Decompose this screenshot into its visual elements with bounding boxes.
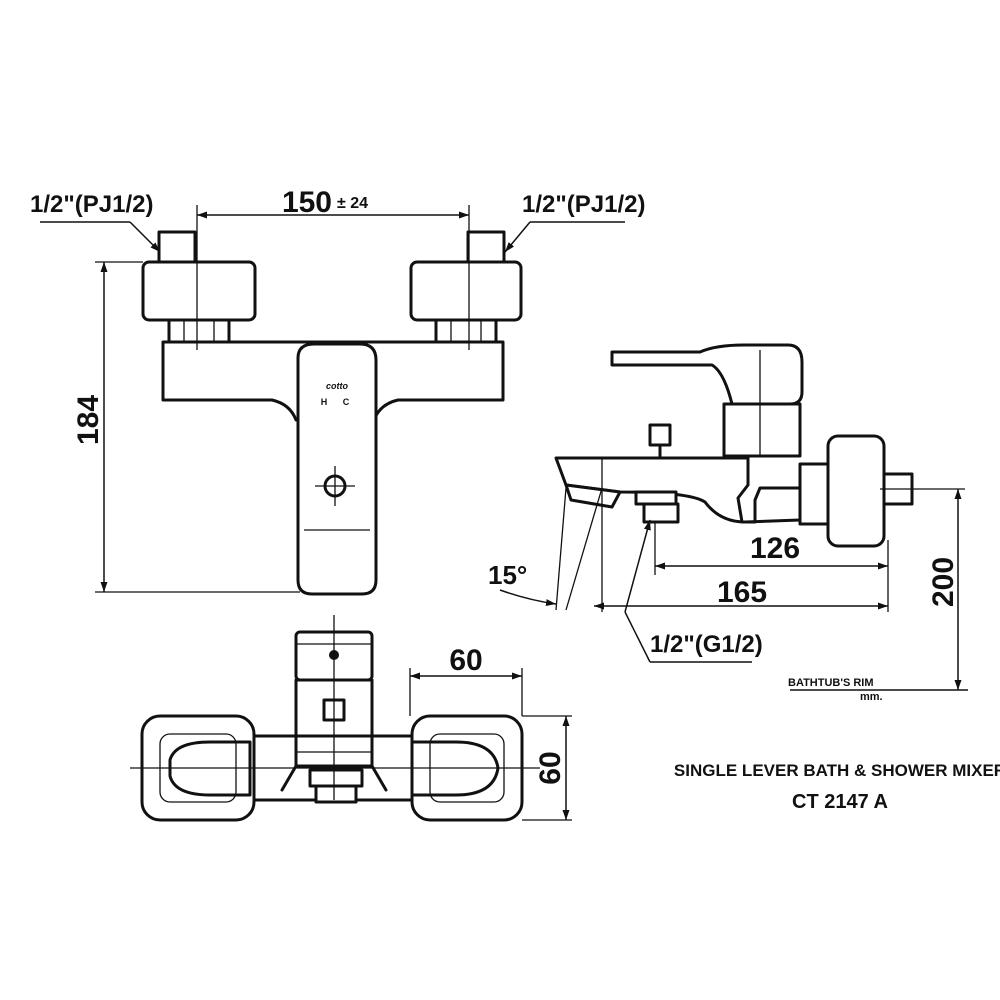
- diverter-knob: [648, 423, 672, 447]
- dimension-angle: 15°: [488, 487, 603, 611]
- eccentric-right: [409, 260, 523, 322]
- shower-outlet-collar: [634, 490, 678, 506]
- bathtub-rim-label: BATHTUB'S RIM: [788, 677, 874, 689]
- unit-label: mm.: [860, 691, 883, 703]
- dim-15deg: 15°: [488, 560, 527, 590]
- outlet-top: [308, 768, 364, 788]
- dimension-60-horizontal: 60: [410, 644, 522, 680]
- dim-165: 165: [717, 576, 767, 609]
- cartridge-housing: [722, 402, 802, 458]
- dim-60-vertical: 60: [534, 751, 567, 784]
- lever-handle: [296, 342, 378, 596]
- bottom-view: [130, 615, 572, 822]
- inlet-label-right-group: 1/2"(PJ1/2): [504, 191, 645, 253]
- eccentric-left: [141, 260, 257, 322]
- title-line2: CT 2147 A: [792, 791, 888, 813]
- inlet-label-left-group: 1/2"(PJ1/2): [30, 191, 161, 253]
- outlet-label: 1/2"(G1/2): [650, 631, 763, 658]
- hot-mark: H: [321, 397, 328, 407]
- title-block: SINGLE LEVER BATH & SHOWER MIXER CT 2147…: [674, 761, 1000, 813]
- shower-outlet-thread: [642, 502, 680, 524]
- dimension-height: 184: [72, 261, 300, 593]
- side-view: [554, 343, 965, 612]
- nut-left: [167, 318, 231, 344]
- dimension-inlet-spacing: 150 ± 24: [197, 186, 469, 219]
- dim-60-horizontal: 60: [449, 644, 482, 677]
- lever-side: [610, 343, 804, 406]
- inlet-label-left: 1/2"(PJ1/2): [30, 191, 153, 218]
- dimension-60-vertical: 60: [534, 716, 570, 820]
- dim-184: 184: [72, 395, 105, 445]
- dim-150: 150: [282, 186, 332, 219]
- dim-tolerance: ± 24: [337, 195, 368, 212]
- bathtub-rim-group: BATHTUB'S RIM mm.: [788, 677, 883, 703]
- dimension-165: 165: [594, 576, 888, 610]
- inlet-nipple-right: [466, 230, 506, 264]
- outlet-label-group: 1/2"(G1/2): [624, 519, 763, 663]
- brand-logo: cotto: [326, 381, 348, 391]
- front-view: cotto H C: [141, 205, 523, 596]
- dimension-126: 126: [655, 532, 888, 570]
- dim-126: 126: [750, 532, 800, 565]
- nut-right: [434, 318, 498, 344]
- cold-mark: C: [343, 397, 350, 407]
- inlet-label-right: 1/2"(PJ1/2): [522, 191, 645, 218]
- inlet-nipple-left: [157, 230, 197, 264]
- eccentric-side: [826, 434, 886, 548]
- dimension-200: 200: [790, 489, 968, 691]
- dim-200: 200: [927, 557, 960, 607]
- side-nut: [798, 462, 830, 526]
- title-line1: SINGLE LEVER BATH & SHOWER MIXER: [674, 761, 1000, 780]
